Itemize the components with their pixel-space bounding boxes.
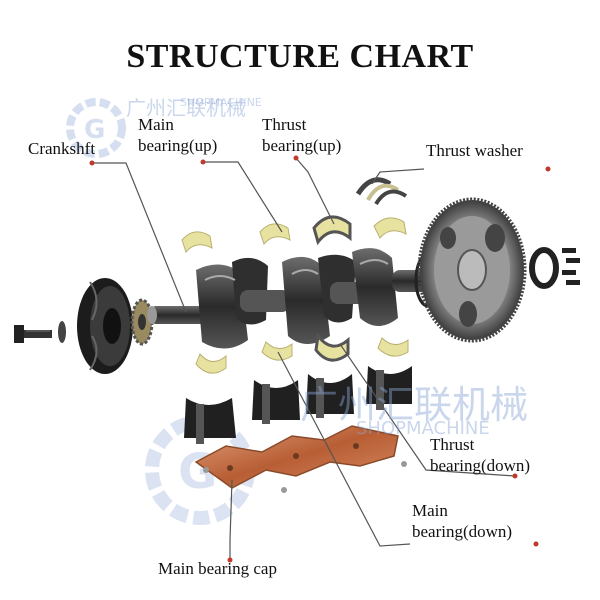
upper-bearings-icon [181, 215, 407, 254]
flywheel-icon [417, 197, 527, 343]
label-thrust-bearing-up-line2: bearing(up) [262, 136, 342, 155]
crankshaft-icon [147, 248, 436, 349]
watermark-text-cn-bottom: 广州汇联机械 [300, 383, 529, 427]
label-crankshaft: Crankshft [28, 139, 96, 158]
label-main-bearing-cap: Main bearing cap [158, 559, 277, 578]
label-thrust-bearing-up-line1: Thrust [262, 115, 307, 134]
label-thrust-bearing-down: Thrust bearing(down) [430, 434, 530, 476]
label-main-bearing-up: Main bearing(up) [138, 114, 217, 156]
label-thrust-bearing-down-line1: Thrust [430, 435, 475, 454]
flywheel-bolts-icon [529, 247, 580, 289]
watermark-text-en-top: SHOPMACHINE [180, 96, 262, 109]
label-main-bearing-up-line2: bearing(up) [138, 136, 218, 155]
lower-bearings-icon [195, 332, 409, 374]
front-bolt-icon [14, 321, 66, 343]
label-main-bearing-down-line1: Main [412, 501, 448, 520]
watermark-text-en-bottom: SHOPMACHINE [356, 418, 490, 439]
diagram-title: STRUCTURE CHART [126, 38, 474, 75]
main-bearing-caps-icon [184, 366, 412, 444]
svg-text:G: G [84, 115, 105, 145]
label-thrust-bearing-up: Thrust bearing(up) [262, 114, 341, 156]
leader-lines [92, 157, 516, 560]
label-dots [89, 155, 551, 563]
pulley-icon [77, 278, 133, 374]
watermark-logo-top: G [66, 98, 126, 158]
label-main-bearing-down: Main bearing(down) [412, 500, 512, 542]
watermark-text-cn-top: 广州汇联机械 [126, 96, 246, 120]
thrust-washer-icon [355, 177, 408, 206]
label-main-bearing-up-line1: Main [138, 115, 174, 134]
label-main-bearing-down-line2: bearing(down) [412, 522, 513, 541]
cap-plate-icon [194, 425, 407, 493]
label-thrust-bearing-down-line2: bearing(down) [430, 456, 531, 475]
label-thrust-washer: Thrust washer [426, 141, 523, 160]
